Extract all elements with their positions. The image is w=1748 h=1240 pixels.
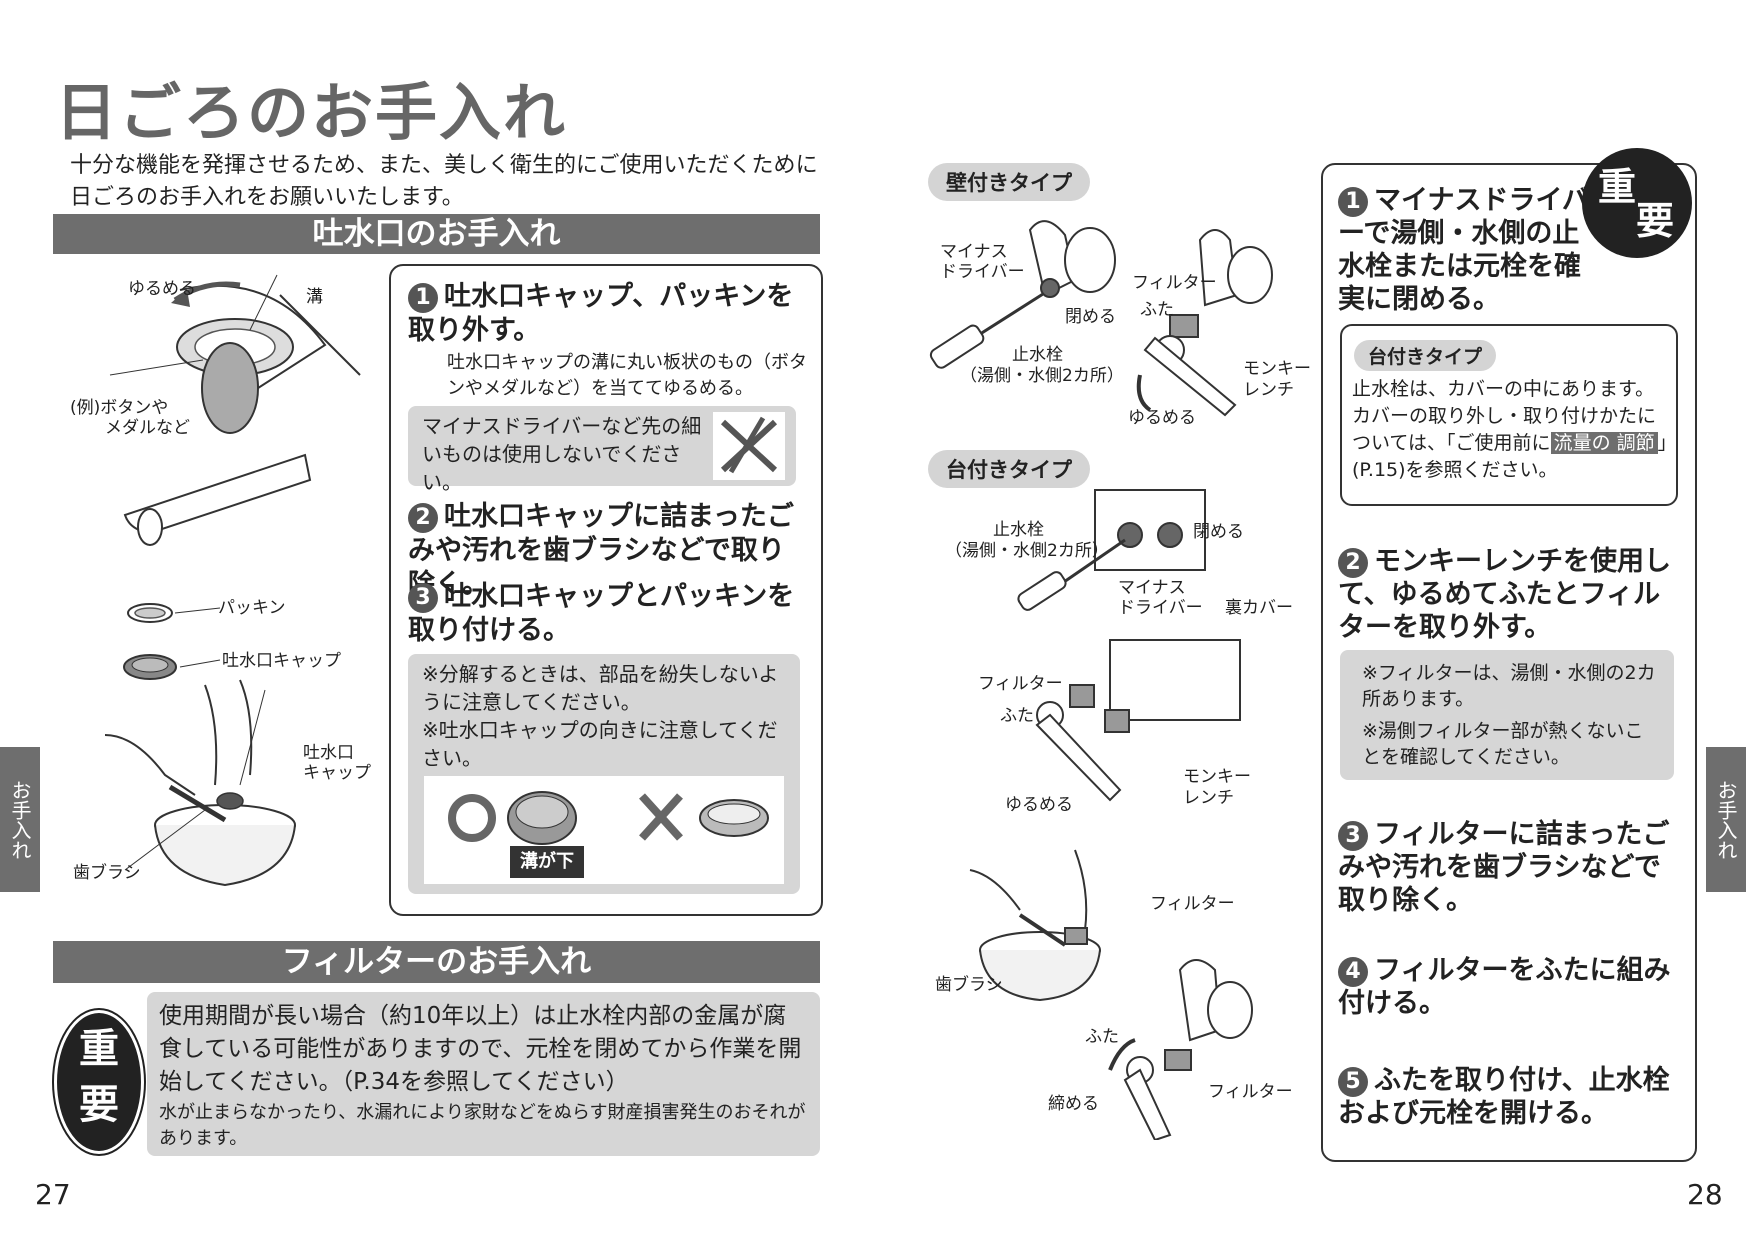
page-number-left: 27	[35, 1178, 71, 1211]
label-loosen-deck: ゆるめる	[1005, 795, 1073, 815]
groove-down-label: 溝が下	[510, 846, 584, 878]
label-medal: メダルなど	[105, 418, 190, 438]
label-loosen: ゆるめる	[128, 279, 196, 299]
important-seal-right: 重 要	[1582, 148, 1692, 258]
no-screwdriver-icon	[713, 412, 785, 480]
label-wrench-b-deck: レンチ	[1183, 788, 1234, 808]
label-driver-b-deck: ドライバー	[1118, 598, 1203, 618]
label-wrench-a-deck: モンキー	[1183, 767, 1251, 787]
side-tab-right: お手入れ	[1706, 747, 1746, 892]
page-number-right: 28	[1687, 1178, 1723, 1211]
wall-type-pill: 壁付きタイプ	[928, 163, 1090, 201]
warning-text: マイナスドライバーなど先の細いものは使用しないでください。	[422, 414, 702, 494]
label-cap: 吐水口キャップ	[222, 651, 341, 671]
spout-step-1-sub: 吐水口キャップの溝に丸い板状のもの（ボタンやメダルなど）を当ててゆるめる。	[447, 352, 807, 399]
label-valve-sub-wall: （湯側・水側2カ所）	[960, 366, 1124, 386]
label-lid-deck: ふた	[1000, 706, 1034, 726]
note-parts: ※分解するときは、部品を紛失しないように注意してください。	[422, 662, 779, 714]
label-cap-b: キャップ	[303, 763, 371, 783]
filter-illustrations	[929, 220, 1273, 1140]
label-loosen-wall: ゆるめる	[1128, 408, 1196, 428]
label-filter-wall: フィルター	[1132, 273, 1217, 293]
label-driver-a-deck: マイナス	[1118, 578, 1186, 598]
orientation-figure: 溝が下	[424, 776, 784, 884]
label-brush-right: 歯ブラシ	[935, 975, 1003, 995]
label-brush: 歯ブラシ	[73, 863, 141, 883]
label-driver-b-wall: ドライバー	[940, 262, 1025, 282]
section-header-spout: 吐水口のお手入れ	[53, 214, 820, 254]
label-button: (例)ボタンや	[70, 398, 169, 418]
deck-type-box-pill: 台付きタイプ	[1354, 340, 1497, 371]
label-filter-assemble: フィルター	[1208, 1082, 1293, 1102]
note-hot-filter: ※湯側フィルター部が熱くないことを確認してください。	[1362, 720, 1644, 768]
label-tighten: 締める	[1048, 1094, 1099, 1114]
label-lid-assemble: ふた	[1085, 1027, 1119, 1047]
side-tab-left: お手入れ	[0, 747, 40, 892]
warning-box: マイナスドライバーなど先の細いものは使用しないでください。	[408, 406, 796, 494]
deck-type-box: 台付きタイプ 止水栓は、カバーの中にあります。カバーの取り外し・取り付けかたにつ…	[1340, 324, 1678, 506]
label-wrench-a-wall: モンキー	[1243, 359, 1311, 379]
label-close-wall: 閉める	[1065, 307, 1116, 327]
label-groove: 溝	[306, 287, 323, 307]
label-valve-sub-deck: （湯側・水側2カ所）	[945, 541, 1109, 561]
page-title: 日ごろのお手入れ	[55, 76, 568, 149]
label-driver-a-wall: マイナス	[940, 242, 1008, 262]
label-valve-wall: 止水栓	[1012, 345, 1063, 365]
orientation-icons	[448, 791, 769, 845]
filter-notes-box: ※フィルターは、湯側・水側の2カ所あります。 ※湯側フィルター部が熱くないことを…	[1340, 650, 1674, 780]
important-box: 使用期間が長い場合（約10年以上）は止水栓内部の金属が腐食している可能性がありま…	[147, 992, 820, 1156]
spout-illustrations	[104, 274, 361, 887]
note-two-filters: ※フィルターは、湯側・水側の2カ所あります。	[1362, 662, 1656, 710]
section-header-filter: フィルターのお手入れ	[53, 941, 820, 983]
spout-notes-box: ※分解するときは、部品を紛失しないように注意してください。 ※吐水口キャップの向…	[408, 654, 800, 894]
label-back-cover: 裏カバー	[1225, 598, 1293, 618]
intro-text: 十分な機能を発揮させるため、また、美しく衛生的にご使用いただくために日ごろのお手…	[70, 153, 818, 210]
important-seal-left: 重 要	[54, 1010, 144, 1154]
label-filter-deck: フィルター	[978, 674, 1063, 694]
label-wrench-b-wall: レンチ	[1243, 380, 1294, 400]
deck-type-pill: 台付きタイプ	[928, 450, 1090, 488]
label-cap-a: 吐水口	[303, 743, 354, 763]
important-text: 使用期間が長い場合（約10年以上）は止水栓内部の金属が腐食している可能性がありま…	[159, 1003, 802, 1095]
important-subtext: 水が止まらなかったり、水漏れにより家財などをぬらす財産損害発生のおそれがあります…	[159, 1102, 806, 1149]
label-valve-deck: 止水栓	[993, 520, 1044, 540]
label-lid-wall: ふた	[1140, 300, 1174, 320]
label-packing: パッキン	[218, 598, 286, 618]
label-close-deck: 閉める	[1193, 522, 1244, 542]
note-direction: ※吐水口キャップの向きに注意してください。	[422, 718, 778, 770]
deck-type-text: 止水栓は、カバーの中にあります。カバーの取り外し・取り付けかたについては、「ご使…	[1352, 378, 1668, 481]
label-filter-clean: フィルター	[1150, 894, 1235, 914]
